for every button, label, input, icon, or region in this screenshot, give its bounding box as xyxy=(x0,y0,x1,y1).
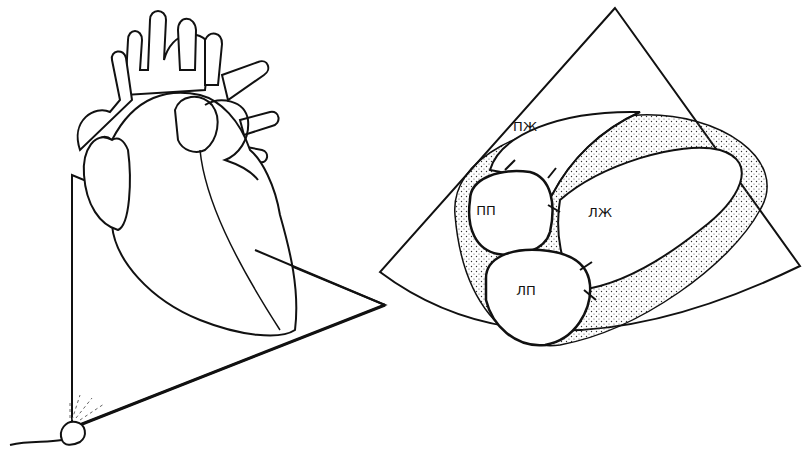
chamber-label: ПП xyxy=(476,204,496,217)
left-atrium xyxy=(486,250,590,346)
heart-drawing xyxy=(78,11,297,335)
transducer xyxy=(61,422,85,445)
chamber-label: ПЖ xyxy=(513,120,537,133)
chamber-label: ЛЖ xyxy=(588,206,612,219)
right-atrium xyxy=(469,171,552,255)
chamber-label: ЛП xyxy=(516,284,536,297)
